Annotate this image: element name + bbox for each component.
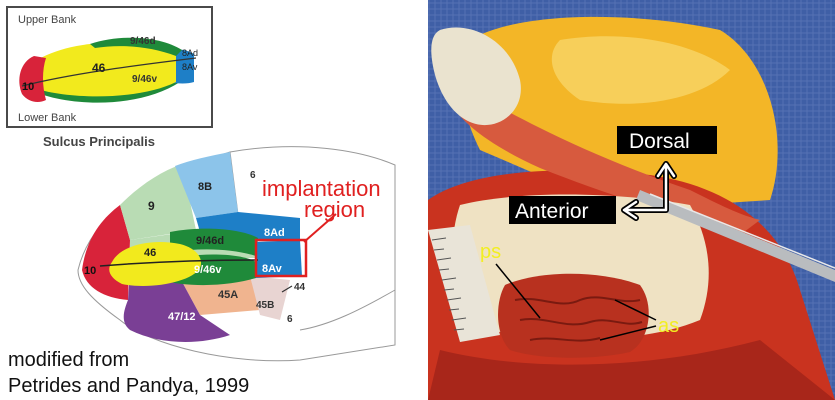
label-8B: 8B bbox=[198, 181, 212, 193]
label-10: 10 bbox=[84, 265, 96, 277]
label-46: 46 bbox=[144, 247, 156, 259]
inset-label-8Ad: 8Ad bbox=[182, 48, 198, 58]
label-6-top: 6 bbox=[250, 170, 256, 181]
label-9-46v: 9/46v bbox=[194, 264, 222, 276]
ps-label: ps bbox=[480, 241, 501, 263]
inset-title: Sulcus Principalis bbox=[43, 134, 155, 149]
lower-bank-label: Lower Bank bbox=[18, 112, 77, 124]
inset-label-10: 10 bbox=[22, 81, 34, 93]
label-9: 9 bbox=[148, 199, 155, 213]
label-47-12: 47/12 bbox=[168, 311, 196, 323]
inset-label-8Av: 8Av bbox=[182, 62, 198, 72]
label-44: 44 bbox=[294, 282, 306, 293]
cortex-window bbox=[498, 274, 649, 358]
citation-line2: Petrides and Pandya, 1999 bbox=[8, 375, 249, 397]
inset-label-9-46v: 9/46v bbox=[132, 74, 157, 85]
inset-label-46: 46 bbox=[92, 61, 106, 75]
label-8Av: 8Av bbox=[262, 263, 283, 275]
dorsal-label: Dorsal bbox=[629, 130, 690, 153]
label-6-bottom: 6 bbox=[287, 314, 293, 325]
inset-label-9-46d: 9/46d bbox=[130, 36, 156, 47]
surgical-photo: Dorsal Anterior ps as bbox=[428, 0, 835, 400]
label-45B: 45B bbox=[256, 300, 274, 311]
as-label: as bbox=[658, 315, 679, 337]
implantation-label-line2: region bbox=[304, 197, 365, 222]
sulcus-inset: Upper Bank Lower Bank 9/46d 46 8Ad 8Av 9… bbox=[7, 7, 212, 149]
label-45A: 45A bbox=[218, 289, 238, 301]
brain-map: 9 8B 6 8Ad 9/46d 46 9/46v 8Av 10 45A 45B… bbox=[78, 147, 395, 361]
label-8Ad: 8Ad bbox=[264, 227, 285, 239]
upper-bank-label: Upper Bank bbox=[18, 14, 77, 26]
label-9-46d: 9/46d bbox=[196, 235, 224, 247]
anterior-label: Anterior bbox=[515, 200, 589, 223]
citation-line1: modified from bbox=[8, 349, 129, 371]
